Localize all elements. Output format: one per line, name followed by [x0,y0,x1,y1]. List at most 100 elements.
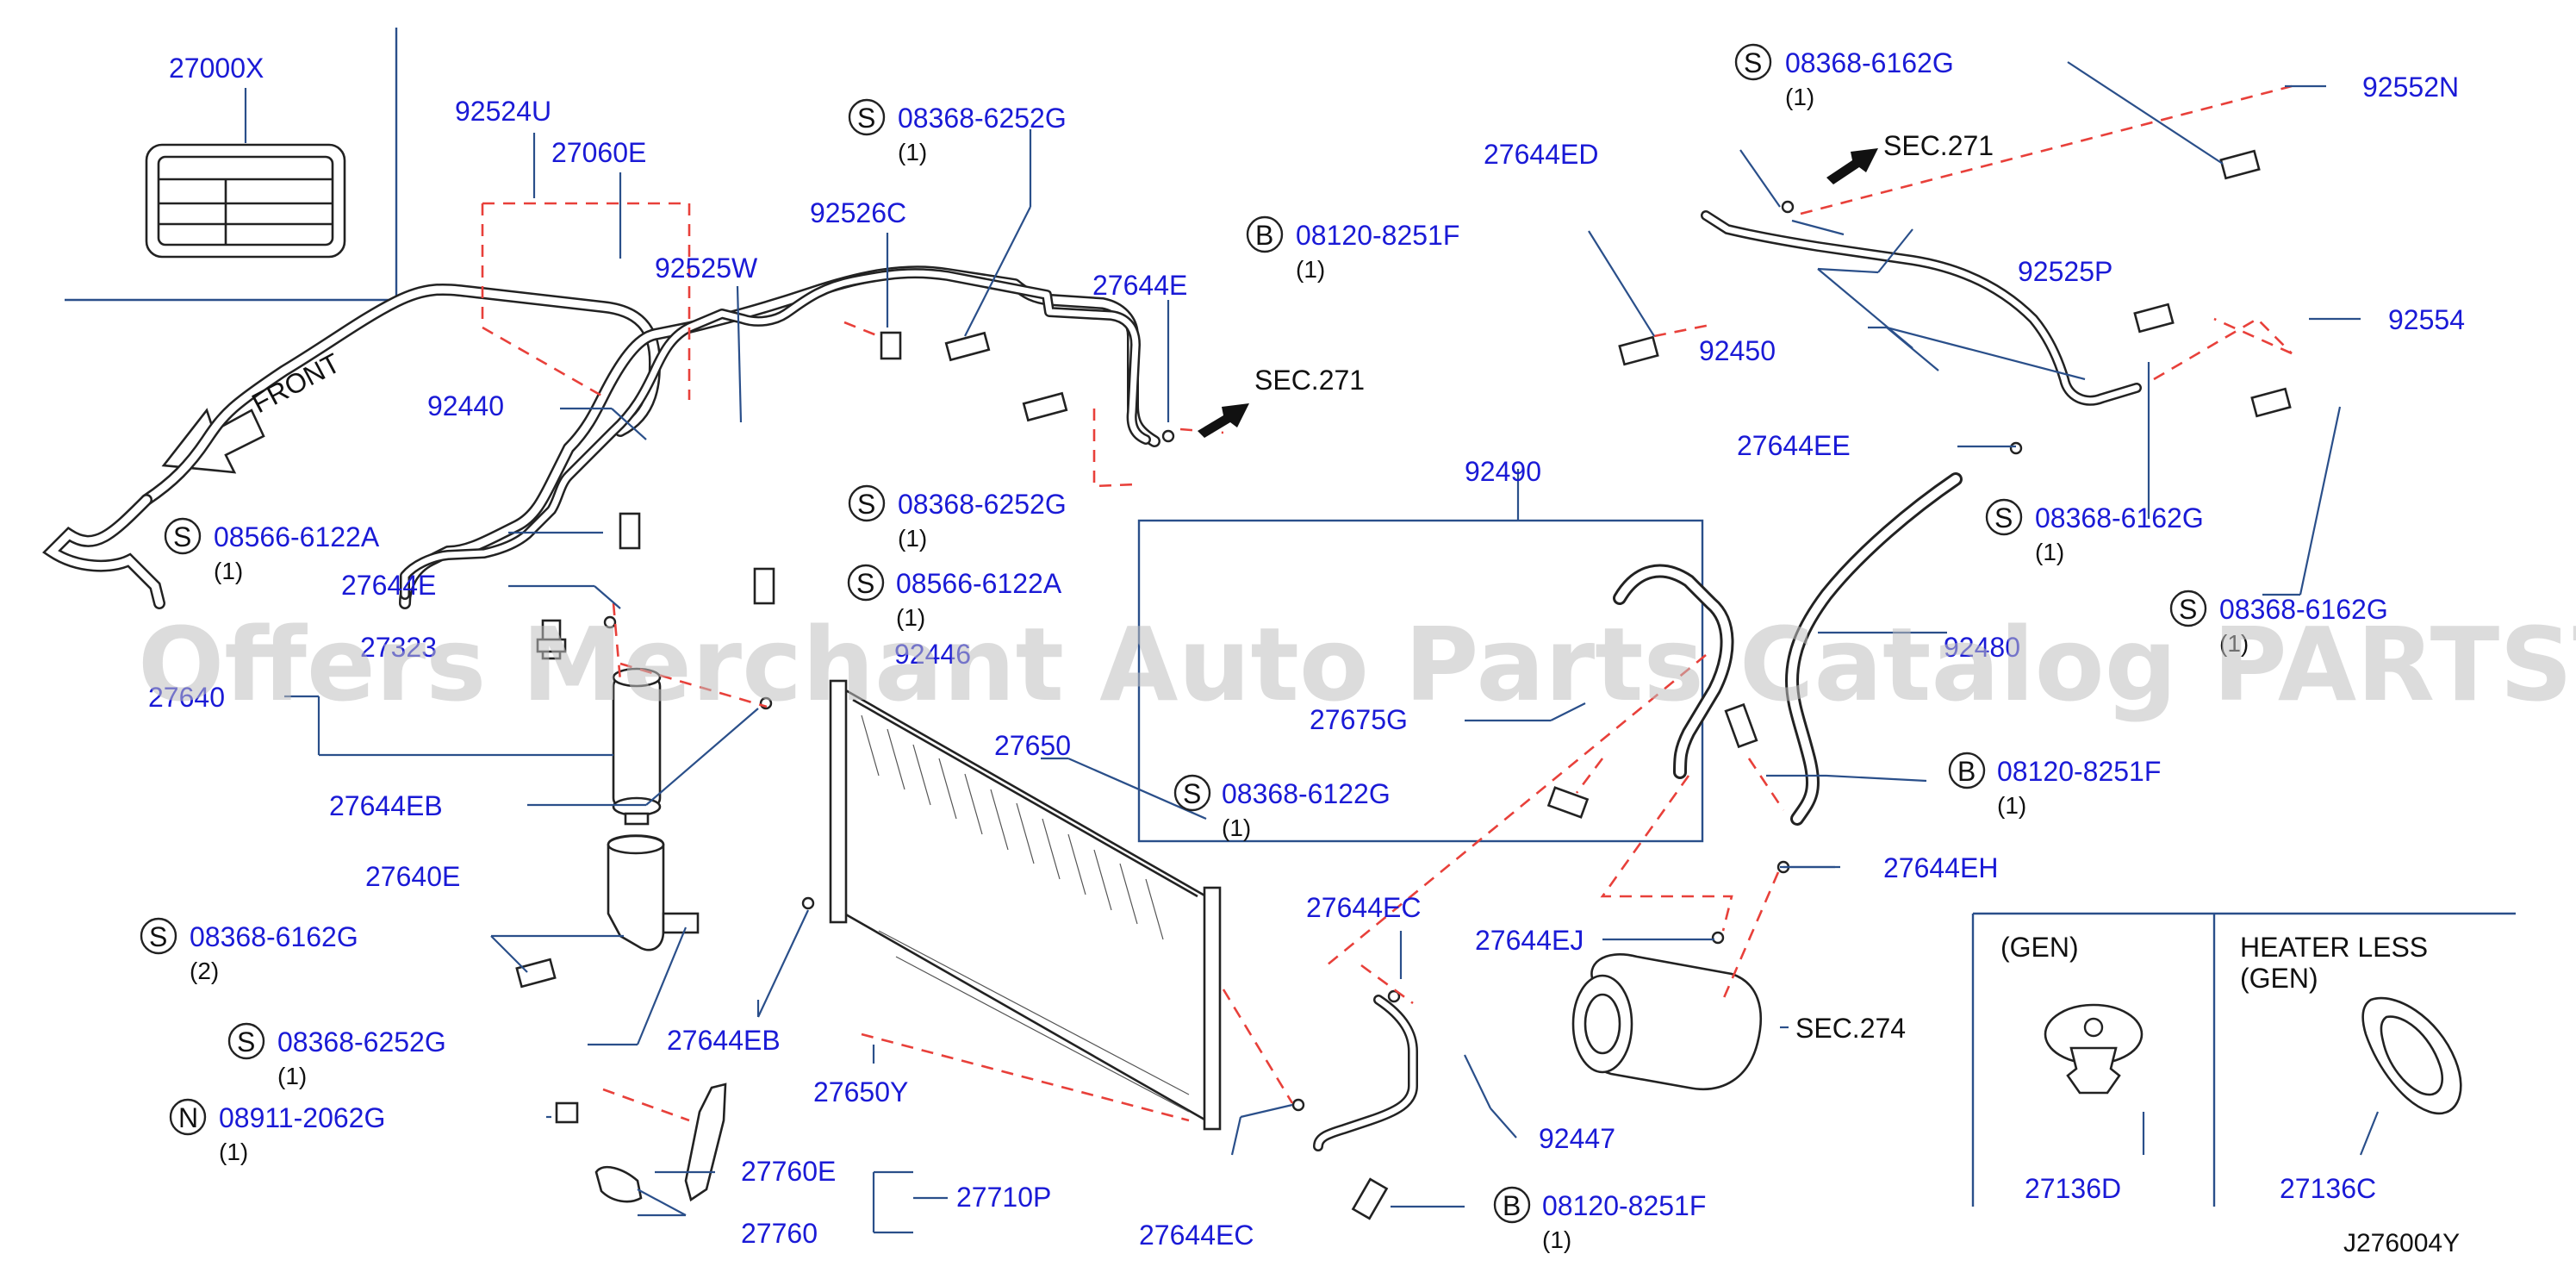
part-27644ED: 27644ED [1484,139,1598,170]
part-27640: 27640 [148,682,225,713]
qty: (1) [1222,814,1251,841]
leader-lines [284,61,2380,1234]
grommet-27136C-icon [2361,996,2462,1115]
bolt-icon [515,149,2292,1220]
fastener-08368-6162G-top: 08368-6162G [1785,47,1954,78]
fastener-08120-8251F-bottom: 08120-8251F [1542,1190,1706,1221]
section-arrow-icon [1198,148,1878,438]
prefix-b: B [1255,220,1273,251]
pipe-92450 [1701,210,2142,406]
part-27644EC-top: 27644EC [1306,892,1421,923]
part-number-labels[interactable]: 27000X 92524U 27060E 92525W 92526C 27644… [148,53,2465,1251]
part-27136C: 27136C [2280,1173,2376,1204]
part-27644E-top: 27644E [1092,270,1187,301]
qty: (1) [219,1139,248,1165]
part-27644EB-bottom: 27644EB [667,1025,781,1056]
prefix-s: S [1744,47,1762,78]
qty: (1) [1296,256,1325,283]
o-ring-icon [603,200,2023,1112]
pipe-92440-visible [400,268,1151,600]
watermark: Offers Merchant Auto Parts Catalog PARTS… [138,605,2576,724]
drier-bracket-icon [607,834,665,951]
prefix-s: S [149,921,167,952]
part-27323: 27323 [360,632,437,663]
part-92552N: 92552N [2362,72,2459,103]
fastener-08566-6122A-left: 08566-6122A [214,521,380,552]
label-plate-icon [145,143,346,259]
fastener-08368-6122G: 08368-6122G [1222,778,1391,809]
prefix-b: B [1503,1190,1521,1221]
fastener-08368-6252G-top: 08368-6252G [898,103,1067,134]
part-27675G: 27675G [1310,704,1408,735]
clip-27136D-icon [2044,1003,2144,1095]
qty: (1) [1997,792,2026,819]
part-92525W: 92525W [655,253,758,284]
part-92446: 92446 [894,639,971,670]
part-92450: 92450 [1699,335,1776,366]
part-92525P: 92525P [2018,256,2112,287]
prefix-s: S [1183,778,1201,809]
qty: (2) [190,958,219,984]
prefix-b: B [1957,756,1976,787]
part-92440: 92440 [427,390,504,421]
fastener-08120-8251F-top: 08120-8251F [1296,220,1459,251]
fastener-08911-2062G: 08911-2062G [219,1102,385,1133]
qty: (1) [898,525,927,552]
qty: (1) [277,1063,307,1089]
hose-92490 [1613,564,1734,779]
pipe-92440-branch [42,494,165,609]
fastener-08120-8251F-right: 08120-8251F [1997,756,2161,787]
fastener-08368-6162G-right-a: 08368-6162G [2035,502,2204,533]
part-27644E-left: 27644E [341,570,436,601]
section-ref-compressor: SEC.274 [1795,1013,1906,1044]
diagram-code: J276004Y [2343,1229,2460,1257]
variant-heater-less-gen: (GEN) [2240,963,2318,994]
part-27650: 27650 [994,730,1071,761]
label-box-frame [65,28,398,302]
qty: (1) [2219,630,2249,657]
fastener-labels[interactable]: 08368-6162G (1) 08368-6252G (1) 08120-82… [190,47,2388,1253]
part-92526C: 92526C [810,197,906,228]
part-27710P: 27710P [956,1182,1051,1213]
section-ref-mid: SEC.271 [1254,365,1365,396]
part-92524U: 92524U [455,96,551,127]
fastener-08368-6162G-right-b: 08368-6162G [2219,594,2388,625]
prefix-circles [140,43,2207,1224]
part-92490: 92490 [1465,456,1541,487]
part-27644EE: 27644EE [1737,430,1851,461]
fastener-08368-6162G-left: 08368-6162G [190,921,358,952]
fastener-08368-6252G-left: 08368-6252G [277,1026,446,1058]
part-92554: 92554 [2388,304,2465,335]
section-ref-top: SEC.271 [1883,130,1994,161]
part-27640E: 27640E [365,861,460,892]
prefix-n: N [178,1102,198,1133]
part-92480: 92480 [1944,632,2020,663]
dashed-guides [481,84,2293,1122]
qty: (1) [1542,1226,1571,1253]
part-92447: 92447 [1539,1123,1615,1154]
qty: (1) [214,558,243,584]
prefix-s: S [857,103,875,134]
part-27000X: 27000X [169,53,264,84]
front-arrow-icon [161,408,265,474]
prefix-s: S [857,489,875,520]
bracket-27760-icon [594,1082,727,1203]
part-27644EH: 27644EH [1883,852,1998,883]
prefix-s: S [2179,594,2197,625]
part-27644EJ: 27644EJ [1475,925,1584,956]
part-27644EB-left: 27644EB [329,790,443,821]
fastener-08566-6122A-mid: 08566-6122A [896,568,1062,599]
section-references[interactable]: SEC.271 SEC.271 SEC.274 [1254,130,1994,1044]
prefix-s: S [1994,502,2013,533]
part-27136D: 27136D [2025,1173,2121,1204]
variant-box-frame [1971,912,2516,1207]
part-27060E: 27060E [551,137,646,168]
qty: (1) [1785,84,1814,110]
prefix-s: S [173,521,191,552]
pipe-92447 [1313,995,1418,1151]
part-27650Y: 27650Y [813,1076,908,1107]
variant-gen-title: (GEN) [2000,932,2079,963]
prefix-letters: S S B S S S S S S B S S N B [149,47,2197,1221]
assembly-92490-frame [1137,519,1704,843]
